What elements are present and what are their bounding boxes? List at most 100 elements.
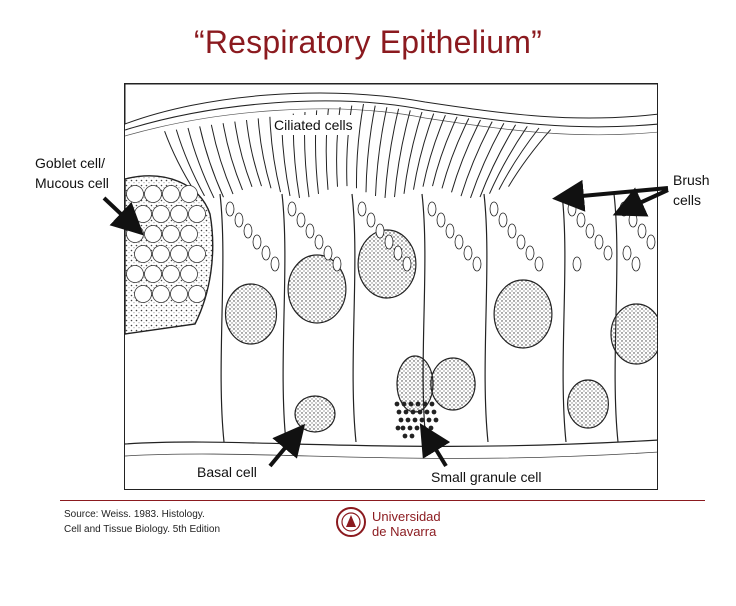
mitochondrion: [261, 245, 271, 261]
mucous-granule: [144, 185, 162, 203]
cilium-stroke: [441, 118, 470, 189]
label-ciliated-cells: Ciliated cells: [272, 115, 355, 135]
mitochondrion: [287, 201, 297, 217]
mitochondrion: [323, 245, 333, 261]
secretory-granule: [412, 417, 418, 423]
mucous-granule: [188, 285, 206, 303]
mitochondrion: [472, 256, 482, 272]
mitochondrion: [516, 234, 526, 250]
cell-membrane: [613, 193, 619, 443]
mucous-granule: [180, 225, 198, 243]
mitochondrion: [622, 245, 632, 261]
label-brush-line2: cells: [673, 192, 702, 208]
mitochondrion: [445, 223, 455, 239]
mucous-granule: [170, 205, 188, 223]
mucous-granule: [180, 265, 198, 283]
cell-membrane: [483, 193, 489, 443]
mucous-granule: [134, 285, 152, 303]
mucous-granule: [152, 285, 170, 303]
mitochondrion: [572, 256, 582, 272]
mitochondrion: [366, 212, 376, 228]
mucous-granule: [144, 265, 162, 283]
mucous-granule: [180, 185, 198, 203]
cilium-stroke: [460, 121, 493, 197]
cilium-stroke: [210, 124, 234, 195]
mitochondrion: [384, 234, 394, 250]
mucous-granule: [152, 245, 170, 263]
mucous-granule: [162, 265, 180, 283]
mitochondrion: [296, 212, 306, 228]
secretory-granule: [422, 401, 428, 407]
mitochondrion: [225, 201, 235, 217]
cilium-stroke: [384, 108, 400, 198]
cell-membrane: [421, 193, 427, 443]
cell-nucleus: [610, 303, 657, 365]
secretory-granule: [417, 409, 423, 415]
cilium-stroke: [355, 103, 364, 189]
secretory-granule: [405, 417, 411, 423]
cilium-stroke: [432, 116, 458, 187]
mitochondrion: [576, 212, 586, 228]
mucous-granule: [144, 225, 162, 243]
cilium-stroke: [479, 124, 517, 198]
cell-membrane: [281, 193, 287, 443]
secretory-granule: [419, 417, 425, 423]
secretory-granule: [415, 401, 421, 407]
secretory-granule: [400, 425, 406, 431]
secretory-granule: [395, 425, 401, 431]
cell-membrane: [219, 193, 225, 443]
secretory-granule: [424, 409, 430, 415]
mitochondrion: [314, 234, 324, 250]
secretory-granule: [409, 433, 415, 439]
basal-cell-nucleus: [294, 395, 336, 433]
cilium-stroke: [470, 122, 505, 199]
mitochondrion: [436, 212, 446, 228]
cilium-stroke: [508, 129, 552, 187]
label-small-granule-cell: Small granule cell: [429, 467, 544, 487]
label-goblet-line1: Goblet cell/: [35, 155, 106, 171]
cilium-stroke: [413, 113, 435, 190]
cilium-stroke: [336, 107, 341, 187]
cell-nucleus: [493, 279, 553, 349]
cilium-stroke: [199, 126, 224, 198]
cilium-stroke: [394, 110, 411, 198]
cell-nucleus: [287, 254, 347, 324]
secretory-granule: [433, 417, 439, 423]
mitochondrion: [427, 201, 437, 217]
secretory-granule: [403, 409, 409, 415]
mitochondrion: [234, 212, 244, 228]
cilium-stroke: [489, 126, 528, 194]
label-brush-cells: Brush cells: [671, 170, 712, 210]
mitochondrion: [637, 223, 647, 239]
cilium-stroke: [187, 127, 215, 199]
mitochondrion: [252, 234, 262, 250]
secretory-granule: [402, 433, 408, 439]
secretory-granule: [394, 401, 400, 407]
mitochondrion: [243, 223, 253, 239]
cilium-stroke: [403, 111, 423, 194]
secretory-granule: [410, 409, 416, 415]
mucous-granule: [188, 245, 206, 263]
cilium-stroke: [246, 119, 262, 187]
source-citation: Source: Weiss. 1983. Histology. Cell and…: [64, 507, 220, 537]
mitochondrion: [305, 223, 315, 239]
mitochondrion: [332, 256, 342, 272]
cilium-stroke: [375, 107, 388, 197]
mitochondrion: [393, 245, 403, 261]
mucous-granule: [126, 265, 144, 283]
cilium-stroke: [365, 105, 376, 193]
source-line2: Cell and Tissue Biology. 5th Edition: [64, 524, 221, 535]
mitochondrion: [454, 234, 464, 250]
cilium-stroke: [498, 127, 540, 190]
label-basal-cell: Basal cell: [195, 462, 259, 482]
mitochondrion: [585, 223, 595, 239]
cilium-stroke: [269, 116, 281, 193]
university-logo-text: Universidad de Navarra: [372, 509, 441, 539]
cilium-stroke: [451, 119, 481, 193]
mitochondrion: [463, 245, 473, 261]
cilium-stroke: [175, 129, 205, 197]
secretory-granule: [429, 401, 435, 407]
mitochondrion: [603, 245, 613, 261]
secretory-granule: [401, 401, 407, 407]
